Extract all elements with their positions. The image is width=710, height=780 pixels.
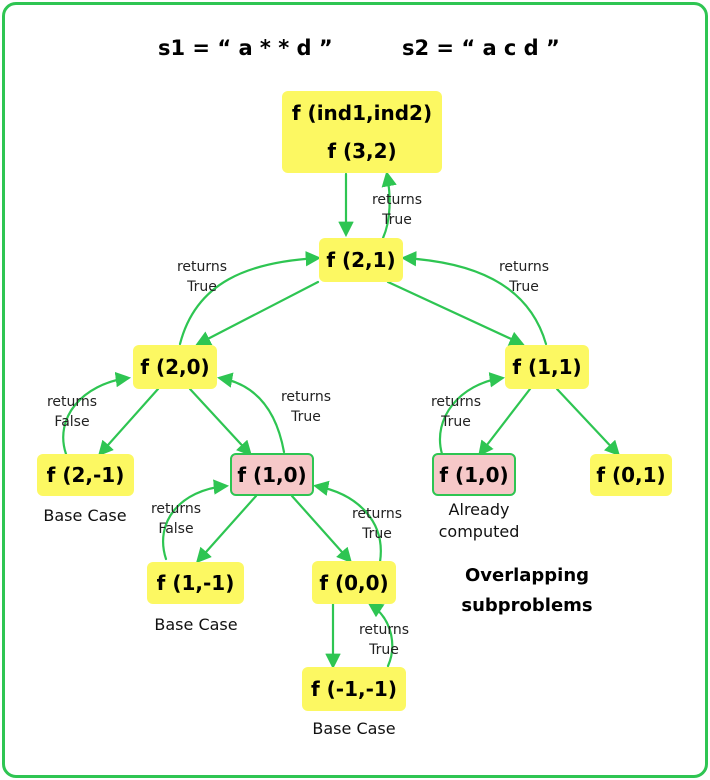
return-f11-to-f21 bbox=[400, 251, 548, 346]
caption-already-computed: Already computed bbox=[438, 500, 520, 541]
caption-overlapping-subproblems: Overlapping subproblems bbox=[461, 565, 593, 616]
s1-string: s1 = “ a * * d ” bbox=[158, 36, 333, 60]
edge-f20-to-f2m1 bbox=[97, 387, 160, 457]
edge-f21-to-f11 bbox=[386, 280, 525, 346]
node-f-2-0: f (2,0) bbox=[133, 345, 217, 389]
node-f-1-0: f (1,0) bbox=[230, 453, 314, 496]
node-f-0-0: f (0,0) bbox=[312, 561, 396, 604]
return-f00-to-f10 bbox=[312, 480, 382, 564]
node-root: f (ind1,ind2) f (3,2) bbox=[282, 91, 442, 173]
return-f1m1-to-f10 bbox=[161, 479, 230, 561]
root-signature: f (ind1,ind2) bbox=[291, 101, 433, 125]
node-f-2-neg1: f (2,-1) bbox=[37, 454, 134, 496]
return-f10-to-f20 bbox=[216, 372, 286, 454]
node-f-1-1: f (1,1) bbox=[505, 345, 589, 389]
edge-f11-to-f01 bbox=[555, 387, 621, 457]
node-f-neg1-neg1: f (-1,-1) bbox=[302, 667, 406, 711]
caption-base-case-2: Base Case bbox=[154, 615, 238, 634]
return-f2m1-to-f20 bbox=[62, 371, 132, 456]
node-f-2-1: f (2,1) bbox=[319, 238, 403, 282]
node-f-1-neg1: f (1,-1) bbox=[147, 562, 244, 604]
edge-f21-to-f20 bbox=[195, 280, 320, 346]
edge-f10-to-f1m1 bbox=[195, 494, 258, 564]
return-f10computed-to-f11 bbox=[438, 372, 506, 456]
node-f-1-0-computed: f (1,0) bbox=[432, 453, 516, 496]
edge-f20-to-f10 bbox=[188, 387, 253, 457]
caption-base-case-1: Base Case bbox=[43, 506, 127, 525]
edge-f10-to-f00 bbox=[290, 494, 353, 564]
root-call: f (3,2) bbox=[327, 139, 397, 163]
return-fm1m1-to-f00 bbox=[367, 602, 394, 668]
caption-base-case-3: Base Case bbox=[312, 719, 396, 738]
return-f20-to-f21 bbox=[178, 251, 322, 346]
edge-f11-to-f10-computed bbox=[478, 387, 532, 457]
node-f-0-1: f (0,1) bbox=[590, 454, 672, 496]
s2-string: s2 = “ a c d ” bbox=[402, 36, 560, 60]
return-f21-to-root bbox=[381, 170, 397, 240]
